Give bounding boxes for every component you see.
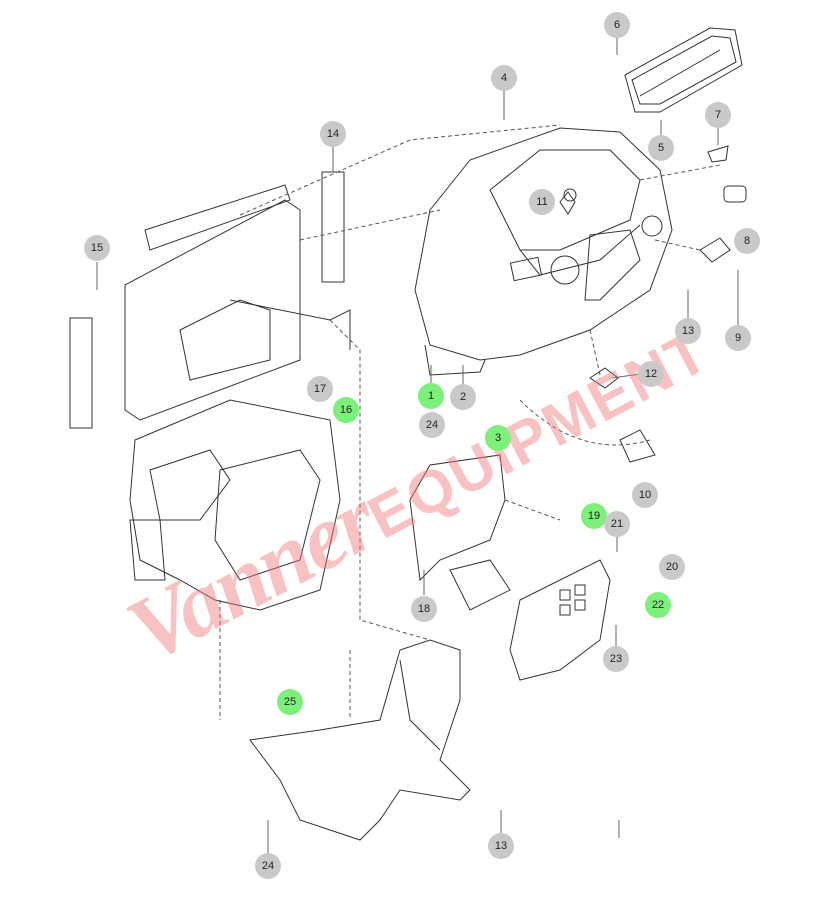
callout-number: 4 bbox=[500, 72, 508, 84]
callout-number: 18 bbox=[417, 603, 431, 615]
callout-23: 23 bbox=[603, 646, 629, 672]
callout-3: 3 bbox=[485, 425, 511, 451]
callout-number: 16 bbox=[339, 404, 353, 416]
callout-number: 3 bbox=[494, 432, 502, 444]
callout-5: 5 bbox=[648, 135, 674, 161]
callout-15: 15 bbox=[84, 235, 110, 261]
radiator-frame bbox=[124, 184, 351, 421]
callout-20: 20 bbox=[659, 554, 685, 580]
callout-number: 17 bbox=[313, 383, 327, 395]
part-3-cover bbox=[409, 454, 506, 582]
small-parts bbox=[563, 145, 747, 463]
callout-number: 2 bbox=[459, 391, 467, 403]
callout-1: 1 bbox=[418, 383, 444, 409]
callout-number: 14 bbox=[326, 128, 340, 140]
callout-7: 7 bbox=[705, 102, 731, 128]
callout-number: 5 bbox=[657, 142, 665, 154]
callout-4: 4 bbox=[491, 65, 517, 91]
callout-12: 12 bbox=[638, 361, 664, 387]
callout-number: 9 bbox=[734, 332, 742, 344]
callout-number: 10 bbox=[638, 489, 652, 501]
callout-number: 13 bbox=[681, 325, 695, 337]
callout-14: 14 bbox=[320, 121, 346, 147]
callout-number: 6 bbox=[613, 19, 621, 31]
callout-number: 24 bbox=[425, 419, 439, 431]
callout-number: 7 bbox=[714, 109, 722, 121]
callout-24: 24 bbox=[255, 853, 281, 879]
callout-number: 12 bbox=[644, 368, 658, 380]
callout-number: 8 bbox=[743, 235, 751, 247]
callout-24: 24 bbox=[419, 412, 445, 438]
callout-8: 8 bbox=[734, 228, 760, 254]
callout-17: 17 bbox=[307, 376, 333, 402]
callout-number: 20 bbox=[665, 561, 679, 573]
callout-number: 11 bbox=[536, 196, 548, 208]
callout-25: 25 bbox=[277, 689, 303, 715]
part-18-bracket bbox=[449, 559, 511, 611]
dashboard-housing bbox=[414, 127, 673, 376]
callout-18: 18 bbox=[411, 596, 437, 622]
callout-13: 13 bbox=[488, 833, 514, 859]
callout-13: 13 bbox=[675, 318, 701, 344]
callout-number: 24 bbox=[261, 860, 275, 872]
callout-16: 16 bbox=[333, 397, 359, 423]
callout-number: 19 bbox=[587, 510, 601, 522]
leader-lines bbox=[219, 124, 721, 720]
callout-9: 9 bbox=[725, 325, 751, 351]
callout-10: 10 bbox=[632, 482, 658, 508]
callout-21: 21 bbox=[604, 511, 630, 537]
part-25-lower-panel bbox=[249, 639, 471, 841]
callout-number: 22 bbox=[651, 599, 665, 611]
instrument-cluster bbox=[624, 27, 743, 113]
callout-2: 2 bbox=[450, 384, 476, 410]
callout-11: 11 bbox=[529, 189, 555, 215]
callout-6: 6 bbox=[604, 12, 630, 38]
callout-number: 23 bbox=[609, 653, 623, 665]
transmission-housing bbox=[129, 399, 341, 611]
callout-number: 25 bbox=[283, 696, 297, 708]
callout-number: 1 bbox=[427, 390, 435, 402]
callout-leaders bbox=[96, 38, 739, 853]
part-14-bar bbox=[321, 171, 345, 283]
callout-19: 19 bbox=[581, 503, 607, 529]
callout-number: 13 bbox=[494, 840, 508, 852]
callout-22: 22 bbox=[645, 592, 671, 618]
callout-number: 21 bbox=[610, 518, 624, 530]
part-15-bar bbox=[69, 317, 93, 429]
part-19-console bbox=[509, 559, 611, 681]
callout-number: 15 bbox=[90, 242, 104, 254]
